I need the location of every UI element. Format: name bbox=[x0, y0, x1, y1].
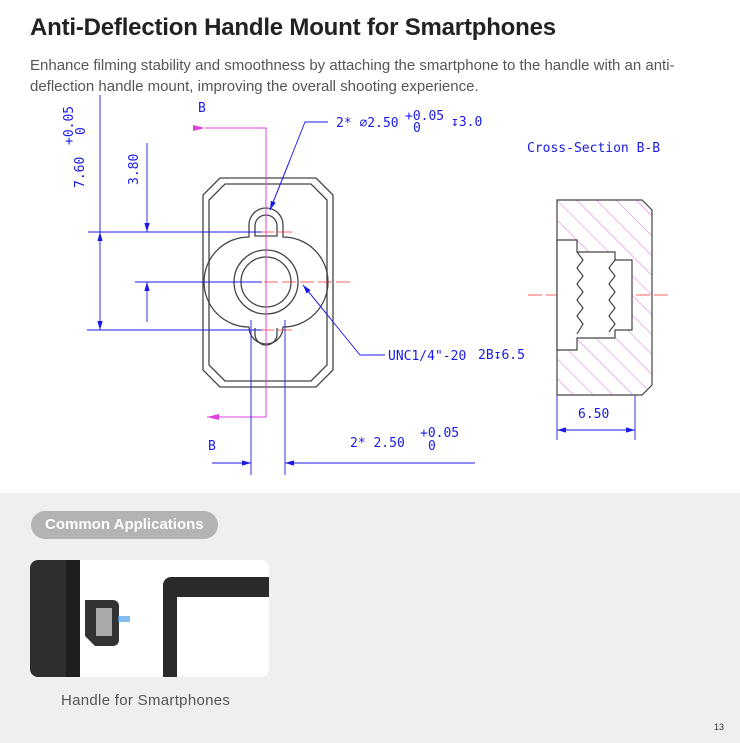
thread-spec: UNC1/4"-20 bbox=[388, 349, 466, 364]
common-applications-section: Common Applications Handle for Smartphon… bbox=[0, 493, 740, 743]
front-view bbox=[202, 177, 334, 388]
dim-250-tol-plus: +0.05 bbox=[420, 426, 459, 441]
dim-760-tol-plus: +0.05 bbox=[62, 106, 77, 145]
hole-tol-minus: 0 bbox=[413, 121, 421, 136]
page-number: 13 bbox=[713, 722, 724, 732]
section-label-bottom: B bbox=[208, 439, 216, 454]
dim-760: 7.60 bbox=[73, 157, 88, 188]
dim-650: 6.50 bbox=[578, 407, 609, 422]
page-description: Enhance filming stability and smoothness… bbox=[30, 57, 675, 95]
section-line bbox=[193, 125, 267, 420]
hole-depth: ↧3.0 bbox=[451, 115, 482, 130]
section-heading: Common Applications bbox=[31, 511, 218, 539]
handle-mount-image bbox=[30, 560, 269, 677]
dim-760-tol-minus: 0 bbox=[74, 127, 89, 135]
section-label-top: B bbox=[198, 101, 206, 116]
technical-drawing: B B +0.05 0 7.60 3.80 2* ∅2.50 +0.05 0 ↧… bbox=[62, 95, 668, 475]
dim-380: 3.80 bbox=[127, 154, 142, 185]
cross-section-title: Cross-Section B-B bbox=[527, 141, 660, 156]
cross-section-view bbox=[556, 199, 653, 396]
dim-250-tol-minus: 0 bbox=[428, 439, 436, 454]
hole-tol-plus: +0.05 bbox=[405, 109, 444, 124]
page-title: Anti-Deflection Handle Mount for Smartph… bbox=[30, 14, 556, 41]
application-caption: Handle for Smartphones bbox=[61, 692, 231, 709]
hole-spec: 2* ∅2.50 bbox=[336, 116, 399, 131]
thread-depth: 2B↧6.5 bbox=[478, 348, 525, 363]
dimension-lines bbox=[87, 95, 636, 475]
application-photo bbox=[30, 560, 269, 677]
dim-250: 2* 2.50 bbox=[350, 436, 405, 451]
